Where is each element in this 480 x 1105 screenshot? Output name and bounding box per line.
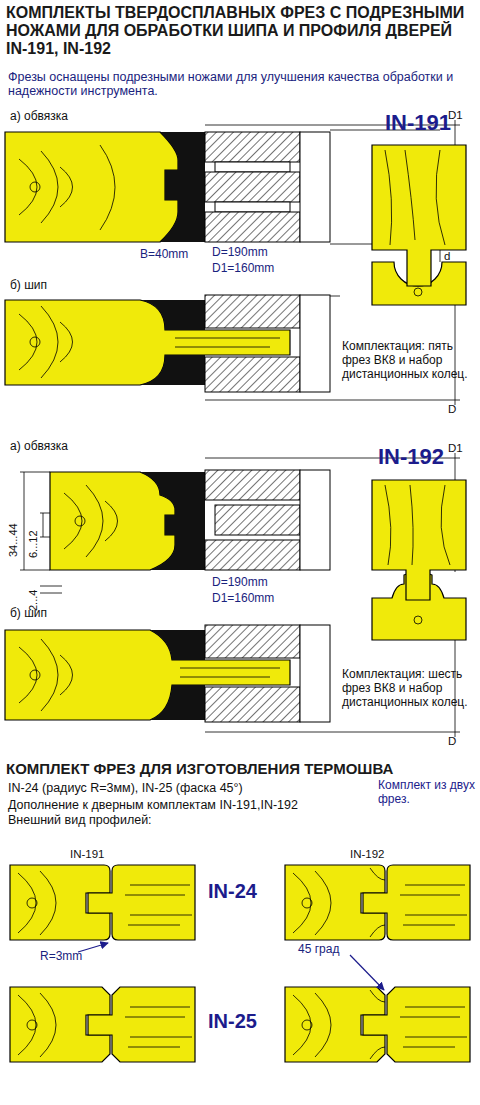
callout-label: R=3mm: [40, 950, 82, 964]
dimension-label: D: [448, 403, 456, 416]
kit-description: IN-24 (радиус R=3мм), IN-25 (фаска 45°): [8, 781, 243, 795]
model-number: IN-25: [208, 1010, 257, 1033]
dimension-label: D1=160mm: [212, 592, 274, 606]
section-label: а) обвязка: [10, 440, 68, 454]
section-label: б) шип: [10, 607, 47, 621]
dimension-label: D=190mm: [212, 576, 268, 590]
dimension-label: D1=160mm: [212, 262, 274, 276]
subtitle-note: Фрезы оснащены подрезными ножами для улу…: [8, 70, 470, 99]
dimension-label: D: [448, 735, 456, 748]
profile-label: IN-191: [70, 848, 105, 861]
note-text: Дополнение к дверным комплектам IN-191,I…: [8, 798, 298, 812]
kit-note: Комплектация: пять фрез ВК8 и набор дист…: [342, 340, 474, 381]
dimension-label: 6...12: [27, 530, 40, 558]
dimension-label: 34...44: [7, 523, 20, 557]
section-label: б) шип: [10, 279, 47, 293]
note-text: Внешний вид профилей:: [8, 813, 152, 827]
kit-note: Комплект из двух фрез.: [378, 779, 476, 807]
model-number: IN-192: [378, 444, 444, 469]
dimension-label: D=190mm: [212, 246, 268, 260]
model-number: IN-24: [208, 880, 257, 903]
profile-label: IN-192: [350, 848, 385, 861]
section-label: а) обвязка: [10, 110, 68, 124]
section-heading: КОМПЛЕКТ ФРЕЗ ДЛЯ ИЗГОТОВЛЕНИЯ ТЕРМОШВА: [6, 760, 393, 777]
dimension-label: D1: [448, 442, 463, 455]
kit-note: Комплектация: шесть фрез ВК8 и набор дис…: [342, 668, 474, 709]
dimension-label: B=40mm: [140, 248, 188, 262]
callout-label: 45 град: [298, 943, 339, 957]
model-number: IN-191: [385, 110, 451, 135]
page-title: КОМПЛЕКТЫ ТВЕРДОСПЛАВНЫХ ФРЕЗ С ПОДРЕЗНЫ…: [6, 4, 474, 58]
dimension-label: d: [444, 250, 450, 263]
